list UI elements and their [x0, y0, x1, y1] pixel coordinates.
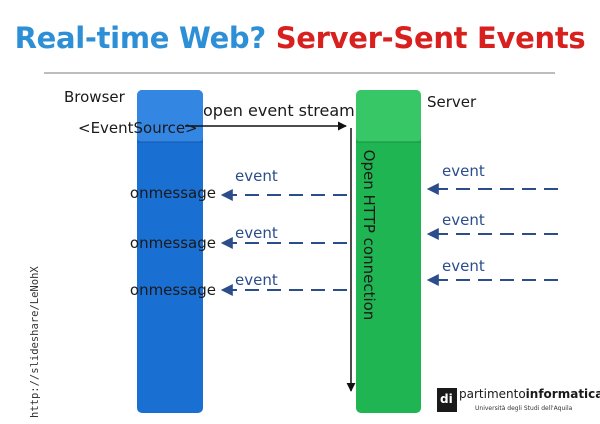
- department-logo: di partimentoinformatica Università degl…: [437, 385, 600, 419]
- browser-lifeline: [137, 90, 203, 413]
- request-label: open event stream: [203, 101, 355, 120]
- server-label: Server: [427, 93, 477, 111]
- title-question: Real-time Web?: [14, 21, 267, 55]
- source-url: http://slideshare/LeNohX: [29, 266, 41, 418]
- server-lifeline: [356, 90, 421, 413]
- title-divider: [44, 72, 555, 74]
- event-label-left-3: event: [235, 271, 278, 289]
- logo-mark-text: di: [440, 392, 453, 406]
- logo-text-bold: informatica: [525, 387, 600, 401]
- logo-wordmark: partimentoinformatica: [459, 387, 600, 401]
- handler-label-3: onmessage: [129, 281, 216, 299]
- browser-label: Browser: [64, 88, 125, 106]
- title-topic: Server-Sent Events: [275, 21, 586, 55]
- logo-text-plain: partimento: [459, 387, 526, 401]
- event-label-left-2: event: [235, 224, 278, 242]
- connection-label: Open HTTP connection: [360, 149, 378, 321]
- eventsource-label: <EventSource>: [78, 119, 198, 137]
- event-label-right-1: event: [442, 162, 485, 180]
- event-label-left-1: event: [235, 167, 278, 185]
- logo-mark: di: [437, 388, 457, 412]
- browser-lifeline-highlight: [137, 90, 203, 142]
- event-label-right-2: event: [442, 211, 485, 229]
- slide-title: Real-time Web? Server-Sent Events: [0, 18, 600, 58]
- handler-label-2: onmessage: [129, 234, 216, 252]
- event-label-right-3: event: [442, 257, 485, 275]
- handler-label-1: onmessage: [129, 184, 216, 202]
- logo-subtitle: Università degli Studi dell'Aquila: [475, 405, 573, 412]
- server-lifeline-highlight: [356, 90, 421, 142]
